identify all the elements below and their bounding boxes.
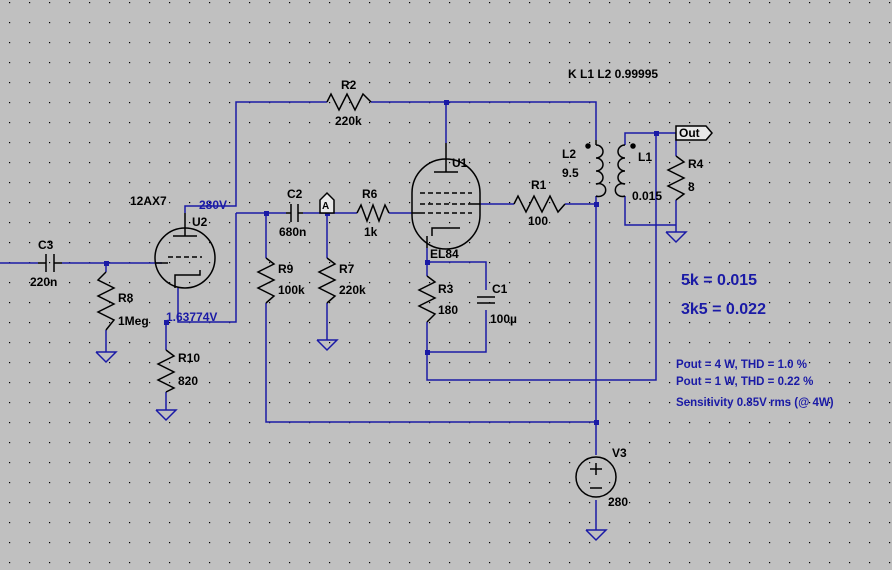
l2-name: L2 xyxy=(562,147,576,161)
note-sensitivity: Sensitivity 0.85V rms (@ 4W) xyxy=(676,397,834,409)
r10-value: 820 xyxy=(178,374,198,388)
net-label-a: A xyxy=(322,201,329,212)
inductor-l1[interactable] xyxy=(614,143,636,198)
note-pout-4w: Pout = 4 W, THD = 1.0 % xyxy=(676,359,807,371)
resistor-r1[interactable] xyxy=(513,194,566,214)
r10-name: R10 xyxy=(178,351,200,365)
u1-name: U1 xyxy=(452,156,468,170)
r2-name: R2 xyxy=(341,78,357,92)
resistor-r4[interactable] xyxy=(666,155,686,201)
net-flag-out[interactable]: Out xyxy=(675,125,713,141)
note-pout-1w: Pout = 1 W, THD = 0.22 % xyxy=(676,376,813,388)
r9-name: R9 xyxy=(278,262,294,276)
capacitor-c2[interactable] xyxy=(286,204,303,222)
l1-value: 0.015 xyxy=(632,189,662,203)
ground-r7 xyxy=(316,339,339,352)
net-label-out: Out xyxy=(679,126,700,140)
r4-value: 8 xyxy=(688,180,695,194)
c3-name: C3 xyxy=(38,238,54,252)
r6-value: 1k xyxy=(364,225,378,239)
spice-directive: K L1 L2 0.99995 xyxy=(568,67,658,81)
grid-dots xyxy=(9,2,891,564)
note-ratio-5k: 5k = 0.015 xyxy=(681,272,757,289)
r7-value: 220k xyxy=(339,283,366,297)
c2-name: C2 xyxy=(287,187,303,201)
capacitor-c1[interactable] xyxy=(477,296,495,304)
c2-value: 680n xyxy=(279,225,306,239)
r9-value: 100k xyxy=(278,283,305,297)
tube-u2[interactable] xyxy=(154,213,216,289)
ground-v3 xyxy=(585,529,608,542)
l1-name: L1 xyxy=(638,150,652,164)
r3-name: R3 xyxy=(438,282,454,296)
resistor-r6[interactable] xyxy=(356,202,390,224)
resistor-r9[interactable] xyxy=(256,257,276,304)
resistor-r10[interactable] xyxy=(156,349,176,393)
voltage-source-v3[interactable] xyxy=(575,456,617,498)
plate-voltage: 280V xyxy=(199,198,227,212)
resistor-r2[interactable] xyxy=(326,92,372,112)
resistor-r8[interactable] xyxy=(96,271,116,331)
v3-value: 280 xyxy=(608,495,628,509)
resistor-r3[interactable] xyxy=(417,275,437,323)
ground-r4 xyxy=(665,231,688,244)
v3-name: V3 xyxy=(612,446,627,460)
capacitor-c3[interactable] xyxy=(38,254,62,272)
c3-value: 220n xyxy=(30,275,57,289)
ground-r8 xyxy=(95,351,118,364)
note-ratio-3k5: 3k5 = 0.022 xyxy=(681,301,766,318)
resistor-r7[interactable] xyxy=(317,257,337,304)
u2-value: 12AX7 xyxy=(130,194,167,208)
r8-name: R8 xyxy=(118,291,134,305)
ground-r10 xyxy=(155,409,178,422)
c1-value: 100µ xyxy=(490,312,517,326)
r4-name: R4 xyxy=(688,157,704,171)
r7-name: R7 xyxy=(339,262,355,276)
cathode-voltage: 1.63774V xyxy=(166,310,217,324)
u2-name: U2 xyxy=(192,215,208,229)
net-flag-a[interactable]: A xyxy=(319,191,335,214)
r6-name: R6 xyxy=(362,187,378,201)
r1-value: 100 xyxy=(528,214,548,228)
r8-value: 1Meg xyxy=(118,314,149,328)
u1-value: EL84 xyxy=(430,247,459,261)
l2-value: 9.5 xyxy=(562,166,579,180)
r1-name: R1 xyxy=(531,178,547,192)
r2-value: 220k xyxy=(335,114,362,128)
inductor-l2[interactable] xyxy=(585,140,607,198)
r3-value: 180 xyxy=(438,303,458,317)
c1-name: C1 xyxy=(492,282,508,296)
tube-u1[interactable] xyxy=(411,143,481,250)
